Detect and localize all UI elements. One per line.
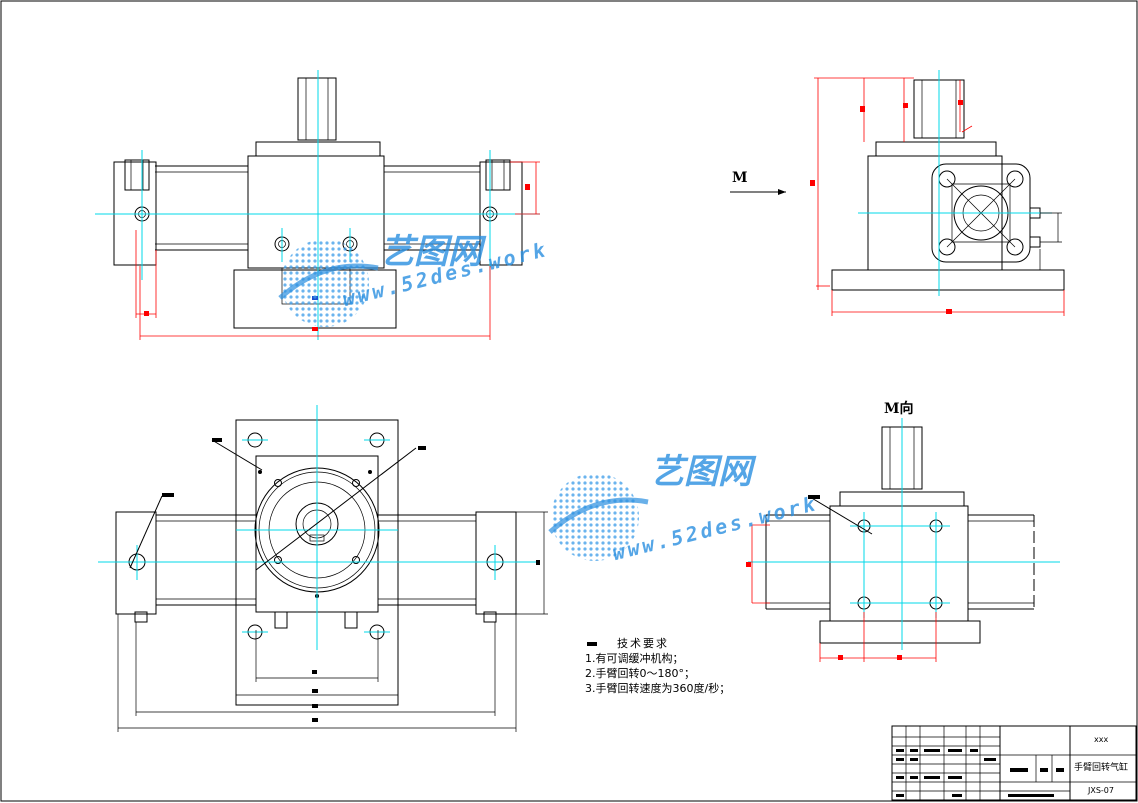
note-item: 1.有可调缓冲机构；	[585, 652, 684, 665]
side-view	[730, 70, 1065, 316]
note-item: 3.手臂回转速度为360度/秒；	[585, 682, 731, 695]
front-view	[95, 70, 540, 340]
notes-title-marker	[587, 642, 597, 646]
technical-requirements: 技术要求 1.有可调缓冲机构； 2.手臂回转0～180°； 3.手臂回转速度为3…	[585, 636, 730, 696]
note-item: 2.手臂回转0～180°；	[585, 667, 695, 680]
title-block-project: xxx	[1094, 735, 1109, 744]
notes-title-row: 技术要求	[585, 636, 730, 651]
label-view-m-direction: M向	[884, 401, 914, 417]
title-block-drawing-number: JXS-07	[1088, 786, 1114, 795]
title-block	[891, 725, 1137, 801]
label-view-m: M	[732, 170, 748, 186]
m-direction-view	[746, 418, 1060, 662]
top-view	[98, 405, 548, 732]
notes-title: 技术要求	[617, 637, 669, 650]
title-block-part-name: 手臂回转气缸	[1074, 763, 1129, 773]
